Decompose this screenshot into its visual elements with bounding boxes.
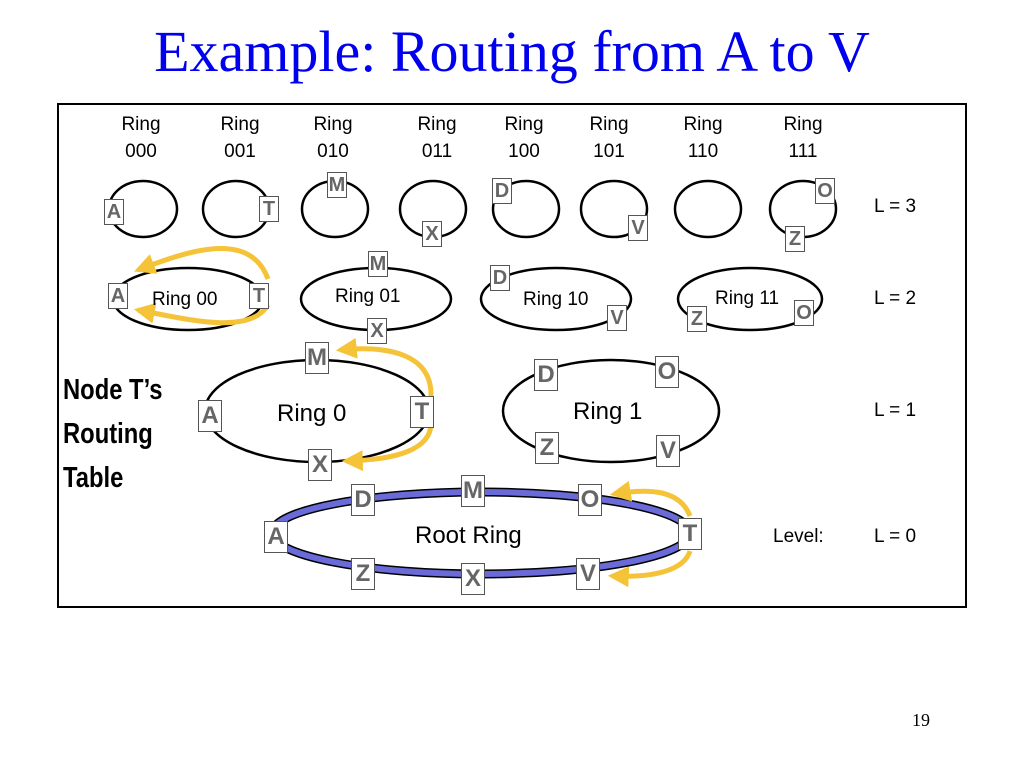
node-d: D: [490, 265, 510, 291]
node-o: O: [655, 356, 679, 388]
node-o: O: [578, 484, 602, 516]
ring-00-label: Ring 00: [152, 289, 218, 310]
node-o: O: [815, 178, 835, 204]
node-x: X: [308, 449, 332, 481]
ring-100: [491, 179, 561, 239]
node-d: D: [351, 484, 375, 516]
node-t: T: [249, 283, 269, 309]
level-2-label: L = 2: [874, 288, 917, 309]
node-a: A: [198, 400, 222, 432]
node-m: M: [461, 475, 485, 507]
ring-10: [479, 266, 633, 332]
arrow-l1-to-m: [335, 337, 434, 397]
arrow-l2-to-a-lower: [133, 302, 271, 326]
node-m: M: [327, 172, 347, 198]
arrow-l2-to-a: [134, 246, 271, 280]
node-x: X: [461, 563, 485, 595]
node-m: M: [368, 251, 388, 277]
node-t: T: [259, 196, 279, 222]
routing-table-label: Node T’s Routing Table: [63, 374, 163, 494]
arrow-l1-to-x: [341, 421, 434, 472]
node-v: V: [576, 558, 600, 590]
node-m: M: [305, 342, 329, 374]
node-a: A: [108, 283, 128, 309]
node-v: V: [607, 305, 627, 331]
node-v: V: [656, 435, 680, 467]
node-a: A: [264, 521, 288, 553]
node-z: Z: [535, 432, 559, 464]
ring-1: [501, 358, 721, 464]
ring-11-label: Ring 11: [715, 288, 780, 309]
diagram-frame: [57, 103, 967, 608]
root-ring-label: Root Ring: [415, 522, 522, 549]
node-x: X: [367, 318, 387, 344]
ring-101: [579, 179, 649, 239]
arrow-root-to-o: [609, 480, 693, 518]
ring-11: [676, 266, 824, 332]
node-t: T: [678, 518, 702, 550]
node-d: D: [492, 178, 512, 204]
node-z: Z: [351, 558, 375, 590]
ring-1-label: Ring 1: [573, 398, 643, 425]
ring-01-label: Ring 01: [335, 286, 401, 307]
node-v: V: [628, 215, 648, 241]
level-prefix: Level:: [773, 526, 824, 547]
ring-110: [673, 179, 743, 239]
slide-title: Example: Routing from A to V: [154, 19, 870, 84]
level-3-label: L = 3: [874, 196, 917, 217]
node-z: Z: [785, 226, 805, 252]
node-a: A: [104, 199, 124, 225]
node-o: O: [794, 300, 814, 326]
arrow-root-to-v: [607, 550, 693, 588]
page-number: 19: [912, 710, 930, 730]
node-z: Z: [687, 306, 707, 332]
ring-0-label: Ring 0: [277, 400, 347, 427]
node-d: D: [534, 359, 558, 391]
node-t: T: [410, 396, 434, 428]
ring-10-label: Ring 10: [523, 289, 589, 310]
node-x: X: [422, 221, 442, 247]
level-0-label: L = 0: [874, 526, 917, 547]
level-1-label: L = 1: [874, 400, 917, 421]
